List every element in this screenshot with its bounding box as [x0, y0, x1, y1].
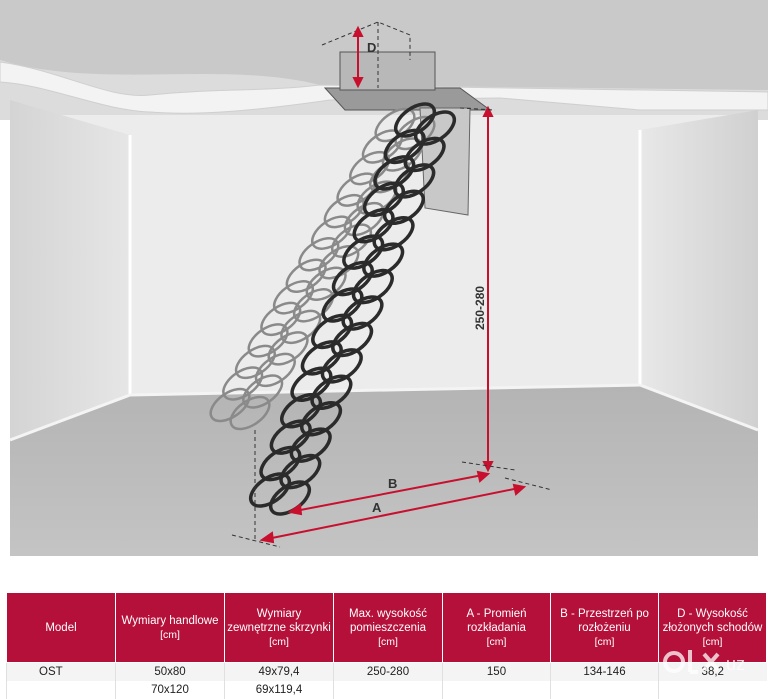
table-cell: 70x120: [115, 681, 225, 699]
dark-ladder-shape: [248, 102, 457, 516]
table-cell: [658, 681, 767, 699]
table-cell: 49x79,4: [224, 662, 334, 681]
header-folded-height: D - Wysokość złożonych schodów[cm]: [658, 592, 767, 663]
table-cell: 150: [442, 662, 551, 681]
table-cell: [6, 681, 116, 699]
table-cell: 69x119,4: [224, 681, 334, 699]
header-max-room-height: Max. wysokość pomieszczenia[cm]: [333, 592, 443, 663]
table-row: OST 50x80 49x79,4 250-280 150 134-146 38…: [6, 662, 767, 681]
table-header-row: Model Wymiary handlowe[cm] Wymiary zewnę…: [6, 592, 767, 663]
header-unfolded-space: B - Przestrzeń po rozłożeniu[cm]: [550, 592, 659, 663]
table-cell: 250-280: [333, 662, 443, 681]
dimension-label-a: A: [372, 500, 382, 515]
table-cell: [333, 681, 443, 699]
header-commercial-dimensions: Wymiary handlowe[cm]: [115, 592, 225, 663]
table-cell: 50x80: [115, 662, 225, 681]
ladder-illustration: D 250-280 B A: [0, 0, 768, 556]
header-box-dimensions: Wymiary zewnętrzne skrzynki[cm]: [224, 592, 334, 663]
table-cell: 38,2: [658, 662, 767, 681]
dimension-label-b: B: [388, 476, 397, 491]
header-model: Model: [6, 592, 116, 663]
specifications-table: Model Wymiary handlowe[cm] Wymiary zewnę…: [6, 592, 767, 699]
dimension-label-height: 250-280: [473, 286, 487, 330]
table-cell: [442, 681, 551, 699]
table-cell: [550, 681, 659, 699]
table-cell: 134-146: [550, 662, 659, 681]
header-unfold-radius: A - Promień rozkładania[cm]: [442, 592, 551, 663]
table-row: 70x120 69x119,4: [6, 681, 767, 699]
ghost-ladder-shape: [209, 107, 436, 431]
table-cell: OST: [6, 662, 116, 681]
dimension-label-d: D: [367, 40, 376, 55]
